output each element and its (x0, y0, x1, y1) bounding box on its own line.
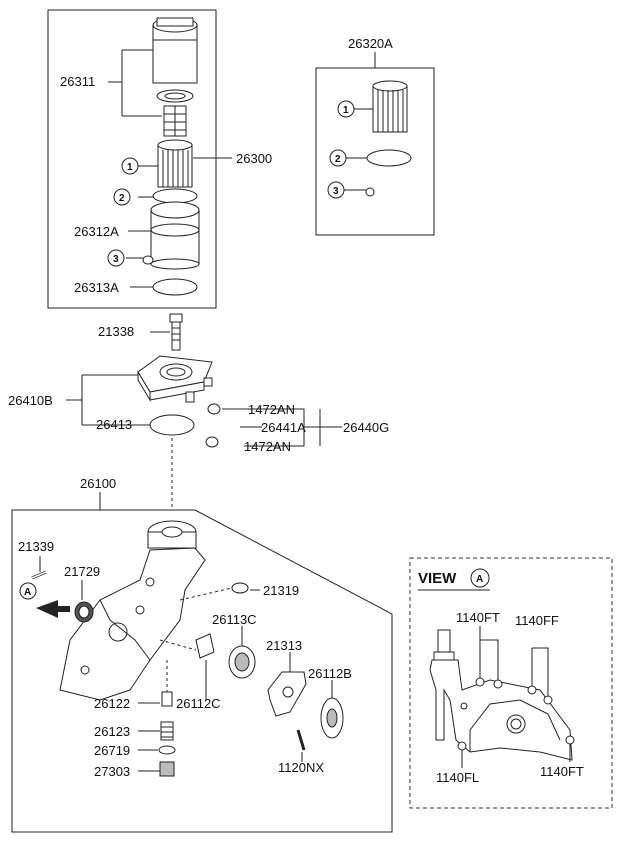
label-27303: 27303 (94, 764, 130, 779)
alt-callout-2-circle (329, 149, 347, 167)
view-a-title: VIEW (418, 570, 457, 587)
label-21339: 21339 (18, 539, 54, 554)
oil-pump-housing (59, 520, 206, 701)
callout-3: 3 (113, 254, 119, 265)
callout-1-circle (121, 157, 139, 175)
label-1140ft-bottom: 1140FT (540, 764, 584, 779)
label-26313a: 26313A (74, 280, 119, 295)
housing-oring-26313a (152, 278, 198, 296)
label-26320a: 26320A (348, 36, 393, 51)
label-1140ff: 1140FF (515, 613, 559, 628)
filter-housing-cap (152, 17, 198, 84)
label-26719: 26719 (94, 743, 130, 758)
label-26410b: 26410B (8, 393, 53, 408)
label-1140fl: 1140FL (436, 770, 479, 785)
view-direction-arrow (36, 600, 70, 618)
alt-filter-oring (366, 149, 412, 167)
view-bolt-7 (460, 702, 468, 710)
view-a-pump-outline (429, 629, 573, 761)
view-bolt-1 (475, 677, 485, 687)
label-21338: 21338 (98, 324, 134, 339)
callout-2-circle (113, 188, 131, 206)
label-26311: 26311 (60, 74, 95, 89)
label-26441a: 26441A (261, 420, 306, 435)
callout-3-circle (107, 249, 125, 267)
filter-housing-lower (150, 201, 200, 270)
view-bolt-6 (565, 735, 575, 745)
view-bolt-3 (527, 685, 537, 695)
label-26312a: 26312A (74, 224, 119, 239)
filter-assembly-frame (47, 9, 217, 309)
label-26413: 26413 (96, 417, 132, 432)
alt-callout-1-circle (337, 100, 355, 118)
oring-21319 (231, 582, 249, 594)
alt-callout-1: 1 (343, 105, 349, 116)
filter-cap-oring (156, 89, 194, 103)
view-a-frame (409, 557, 613, 809)
label-26112b: 26112B (308, 666, 352, 681)
label-26100: 26100 (80, 476, 116, 491)
cooler-hose (213, 409, 237, 446)
view-a-ref: A (24, 587, 31, 598)
pump-rotor-26113c (228, 645, 256, 679)
alt-callout-3-circle (327, 181, 345, 199)
relief-oring-26719 (158, 745, 176, 755)
label-26113c: 26113C (212, 612, 257, 627)
label-21729: 21729 (64, 564, 100, 579)
alt-callout-2: 2 (335, 154, 341, 165)
label-1472an-top: 1472AN (248, 402, 295, 417)
pump-rotor-26112c (195, 633, 215, 659)
label-1472an-bottom: 1472AN (244, 439, 291, 454)
label-26300: 26300 (236, 151, 272, 166)
alt-filter-element (372, 80, 408, 133)
relief-plug-27303 (159, 761, 175, 777)
view-bolt-4 (543, 695, 553, 705)
cooler-gasket (149, 414, 195, 436)
relief-plunger-26122 (161, 691, 173, 707)
relief-spring-26123 (160, 721, 174, 741)
view-bolt-5 (457, 741, 467, 751)
view-a-title-ref: A (476, 574, 483, 585)
callout-2: 2 (119, 193, 125, 204)
label-1120nx: 1120NX (278, 760, 324, 775)
label-21313: 21313 (266, 638, 302, 653)
filter-oring (152, 188, 198, 204)
housing-small-oring (142, 255, 154, 265)
view-a-title-circle (470, 568, 490, 588)
oil-pump-frame (11, 509, 393, 833)
label-26440g: 26440G (343, 420, 389, 435)
callout-1: 1 (127, 162, 133, 173)
label-26112c: 26112C (176, 696, 221, 711)
view-bolt-2 (493, 679, 503, 689)
alt-filter-small-oring (365, 187, 375, 197)
hose-clamp-lower (205, 436, 219, 448)
label-21319: 21319 (263, 583, 299, 598)
bolt-1120nx (296, 729, 306, 751)
oil-cooler-body (137, 355, 213, 403)
label-1140ft-top: 1140FT (456, 610, 500, 625)
pump-cover-21313 (267, 671, 307, 717)
view-a-ref-circle (19, 582, 37, 600)
label-26122: 26122 (94, 696, 130, 711)
filter-spring (163, 105, 187, 137)
label-26123: 26123 (94, 724, 130, 739)
alt-callout-3: 3 (333, 186, 339, 197)
pump-gear-26112b (320, 697, 344, 739)
filter-element (157, 139, 193, 188)
hose-clamp-upper (207, 403, 221, 415)
filter-center-bolt (169, 313, 183, 351)
